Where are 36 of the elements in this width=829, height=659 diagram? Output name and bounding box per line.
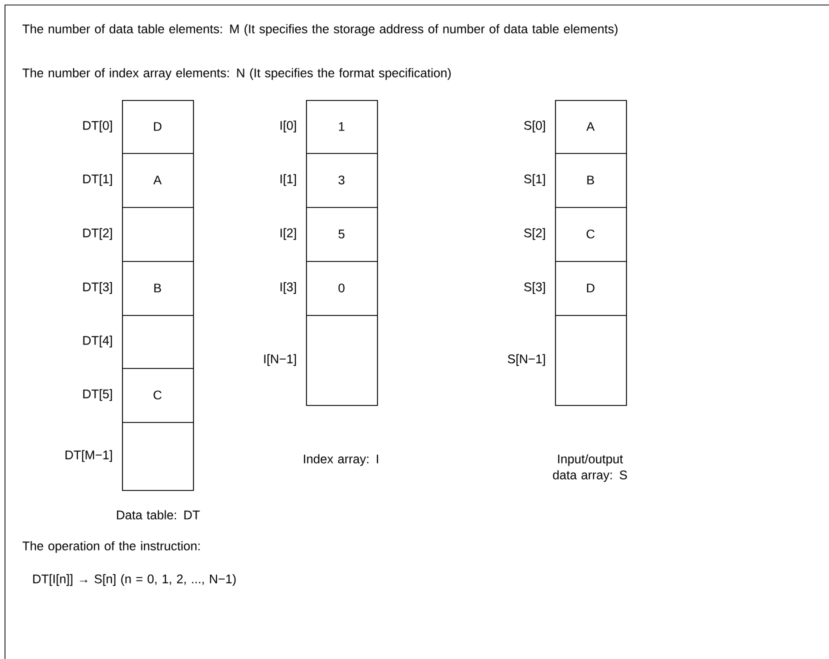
header-text: The number of data table elements: M (It specifies the storage address of number of data table elements) <box>22 24 618 36</box>
table-caption: Index array: I <box>304 454 378 466</box>
row-label: DT[1] <box>83 174 112 186</box>
table-cell: B <box>122 261 194 316</box>
table-cell: 5 <box>306 207 378 262</box>
table-cell: 1 <box>306 100 378 154</box>
note-text: The operation of the instruction: <box>22 541 200 553</box>
row-label: I[2] <box>280 228 296 240</box>
table-cell: A <box>555 100 627 154</box>
row-label: S[1] <box>524 174 545 186</box>
row-label: S[N−1] <box>508 354 545 366</box>
row-label: DT[M−1] <box>66 450 112 462</box>
row-label: S[0] <box>524 120 545 132</box>
table-cell: C <box>555 207 627 262</box>
row-label: S[3] <box>524 282 545 294</box>
row-label: DT[0] <box>83 120 112 132</box>
formula-text: DT[I[n]] → S[n] (n = 0, 1, 2, ..., N−1) <box>33 574 236 586</box>
row-label: I[0] <box>280 120 296 132</box>
table-caption: Data table: DT <box>117 510 200 520</box>
row-label: I[1] <box>280 174 296 186</box>
table-cell: C <box>122 368 194 423</box>
row-label: DT[5] <box>83 389 112 401</box>
table-cell: D <box>555 261 627 316</box>
table-cell: 0 <box>306 261 378 316</box>
table-caption: Input/output data array: S <box>553 454 627 482</box>
table-cell: B <box>555 153 627 208</box>
table-cell: D <box>122 100 194 154</box>
header-text: The number of index array elements: N (It specifies the format specification) <box>22 68 451 80</box>
row-label: DT[4] <box>83 336 112 348</box>
table-cell: A <box>122 153 194 208</box>
row-label: I[N−1] <box>264 354 296 366</box>
row-label: DT[3] <box>83 282 112 294</box>
row-label: DT[2] <box>83 228 112 240</box>
row-label: I[3] <box>280 282 296 294</box>
table-cell: 3 <box>306 153 378 208</box>
row-label: S[2] <box>524 228 545 240</box>
